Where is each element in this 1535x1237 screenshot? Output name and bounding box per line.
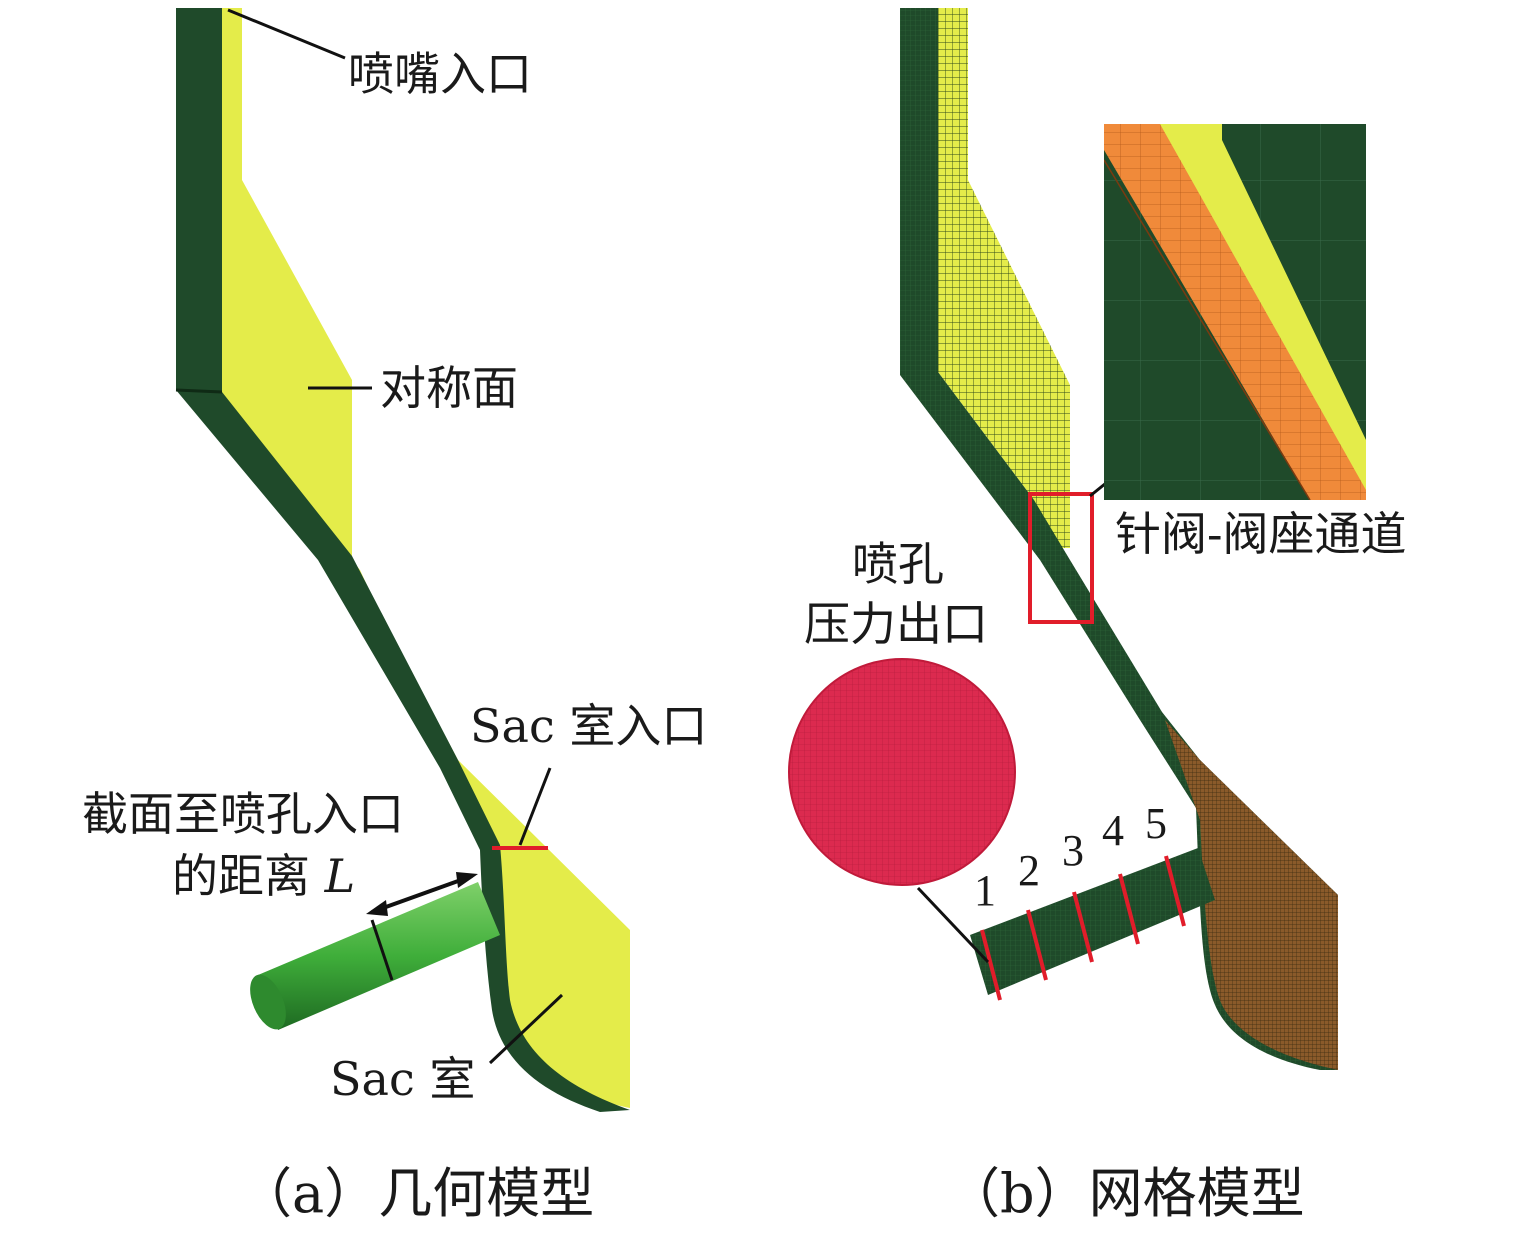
leader-sac	[488, 993, 564, 1065]
label-distance-line1: 截面至喷孔入口	[82, 787, 404, 841]
label-symmetry-plane: 对称面	[380, 361, 518, 415]
panel-a-geometry: 喷嘴入口 对称面 Sac 室入口 截面至喷孔入口 的距离 L Sac 室 （a）…	[82, 8, 707, 1225]
section-number-2: 2	[1018, 846, 1040, 895]
caption-a: （a）几何模型	[238, 1162, 594, 1225]
label-sac-inlet: Sac 室入口	[470, 699, 707, 753]
label-needle-seat-passage: 针阀-阀座通道	[1115, 507, 1407, 561]
label-hole-outlet-line2: 压力出口	[804, 597, 988, 651]
section-number-3: 3	[1062, 826, 1084, 875]
leader-nozzle-inlet	[227, 8, 346, 60]
leader-sac-inlet	[518, 767, 552, 846]
inset-zoom	[1104, 124, 1366, 500]
mesh-injection-hole	[970, 848, 1215, 995]
leader-hole-outlet	[916, 886, 990, 964]
label-sac-chamber: Sac 室	[330, 1052, 475, 1106]
mesh-sac-chamber	[1165, 720, 1338, 1070]
label-distance-line2: 的距离 L	[172, 849, 355, 903]
label-hole-outlet-line1: 喷孔	[852, 537, 944, 591]
section-lines	[980, 855, 1186, 1001]
flow-passage-body	[176, 8, 630, 1112]
distance-arrow	[366, 872, 478, 916]
zoom-box	[1028, 492, 1094, 624]
symmetry-plane-shape	[222, 8, 630, 1108]
injection-hole-cylinder	[250, 882, 500, 1030]
caption-b: （b）网格模型	[946, 1162, 1305, 1225]
section-number-4: 4	[1102, 806, 1124, 855]
mesh-symmetry-plane	[938, 8, 1070, 548]
panel-b-mesh: 1 2 3 4 5 喷孔 压力出口 针阀-阀座通道 （b）网格模型	[788, 8, 1407, 1225]
body-edge	[175, 388, 223, 394]
pressure-outlet-sphere	[788, 658, 1016, 886]
section-number-1: 1	[974, 866, 996, 915]
section-number-5: 5	[1145, 799, 1167, 848]
label-nozzle-inlet: 喷嘴入口	[348, 47, 532, 101]
